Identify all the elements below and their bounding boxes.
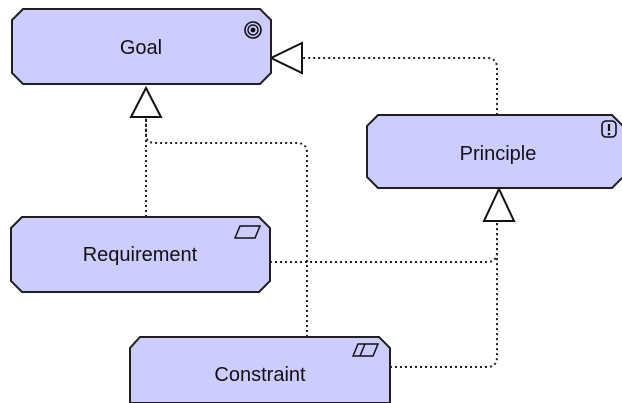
constraint-parallelogram-icon (351, 343, 380, 357)
requirement-label: Requirement (83, 244, 198, 266)
principle-label: Principle (460, 143, 537, 165)
constraint-shape (129, 336, 391, 403)
goal-label: Goal (120, 37, 162, 59)
connector-constraint-to-goal[interactable] (145, 118, 308, 337)
goal-shape (11, 8, 272, 85)
requirement-shape (10, 216, 271, 293)
requirement-element[interactable]: Requirement (10, 216, 271, 293)
connector-constraint-to-principle[interactable] (390, 222, 498, 368)
principle-element[interactable]: Principle (366, 114, 622, 189)
goal-target-icon (244, 21, 262, 39)
arrowhead-goal-bottom (129, 85, 163, 118)
connector-principle-to-goal[interactable] (302, 57, 498, 115)
goal-element[interactable]: Goal (11, 8, 272, 85)
arrowhead-principle-bottom (482, 186, 516, 222)
connectors (145, 57, 498, 368)
principle-shape (366, 114, 622, 189)
arrowheads (129, 41, 516, 222)
connector-requirement-to-principle[interactable] (270, 222, 498, 263)
arrowhead-goal-right (268, 41, 303, 75)
principle-exclamation-icon (601, 120, 617, 138)
constraint-label: Constraint (214, 364, 306, 386)
requirement-parallelogram-icon (233, 225, 262, 239)
constraint-element[interactable]: Constraint (129, 336, 391, 403)
